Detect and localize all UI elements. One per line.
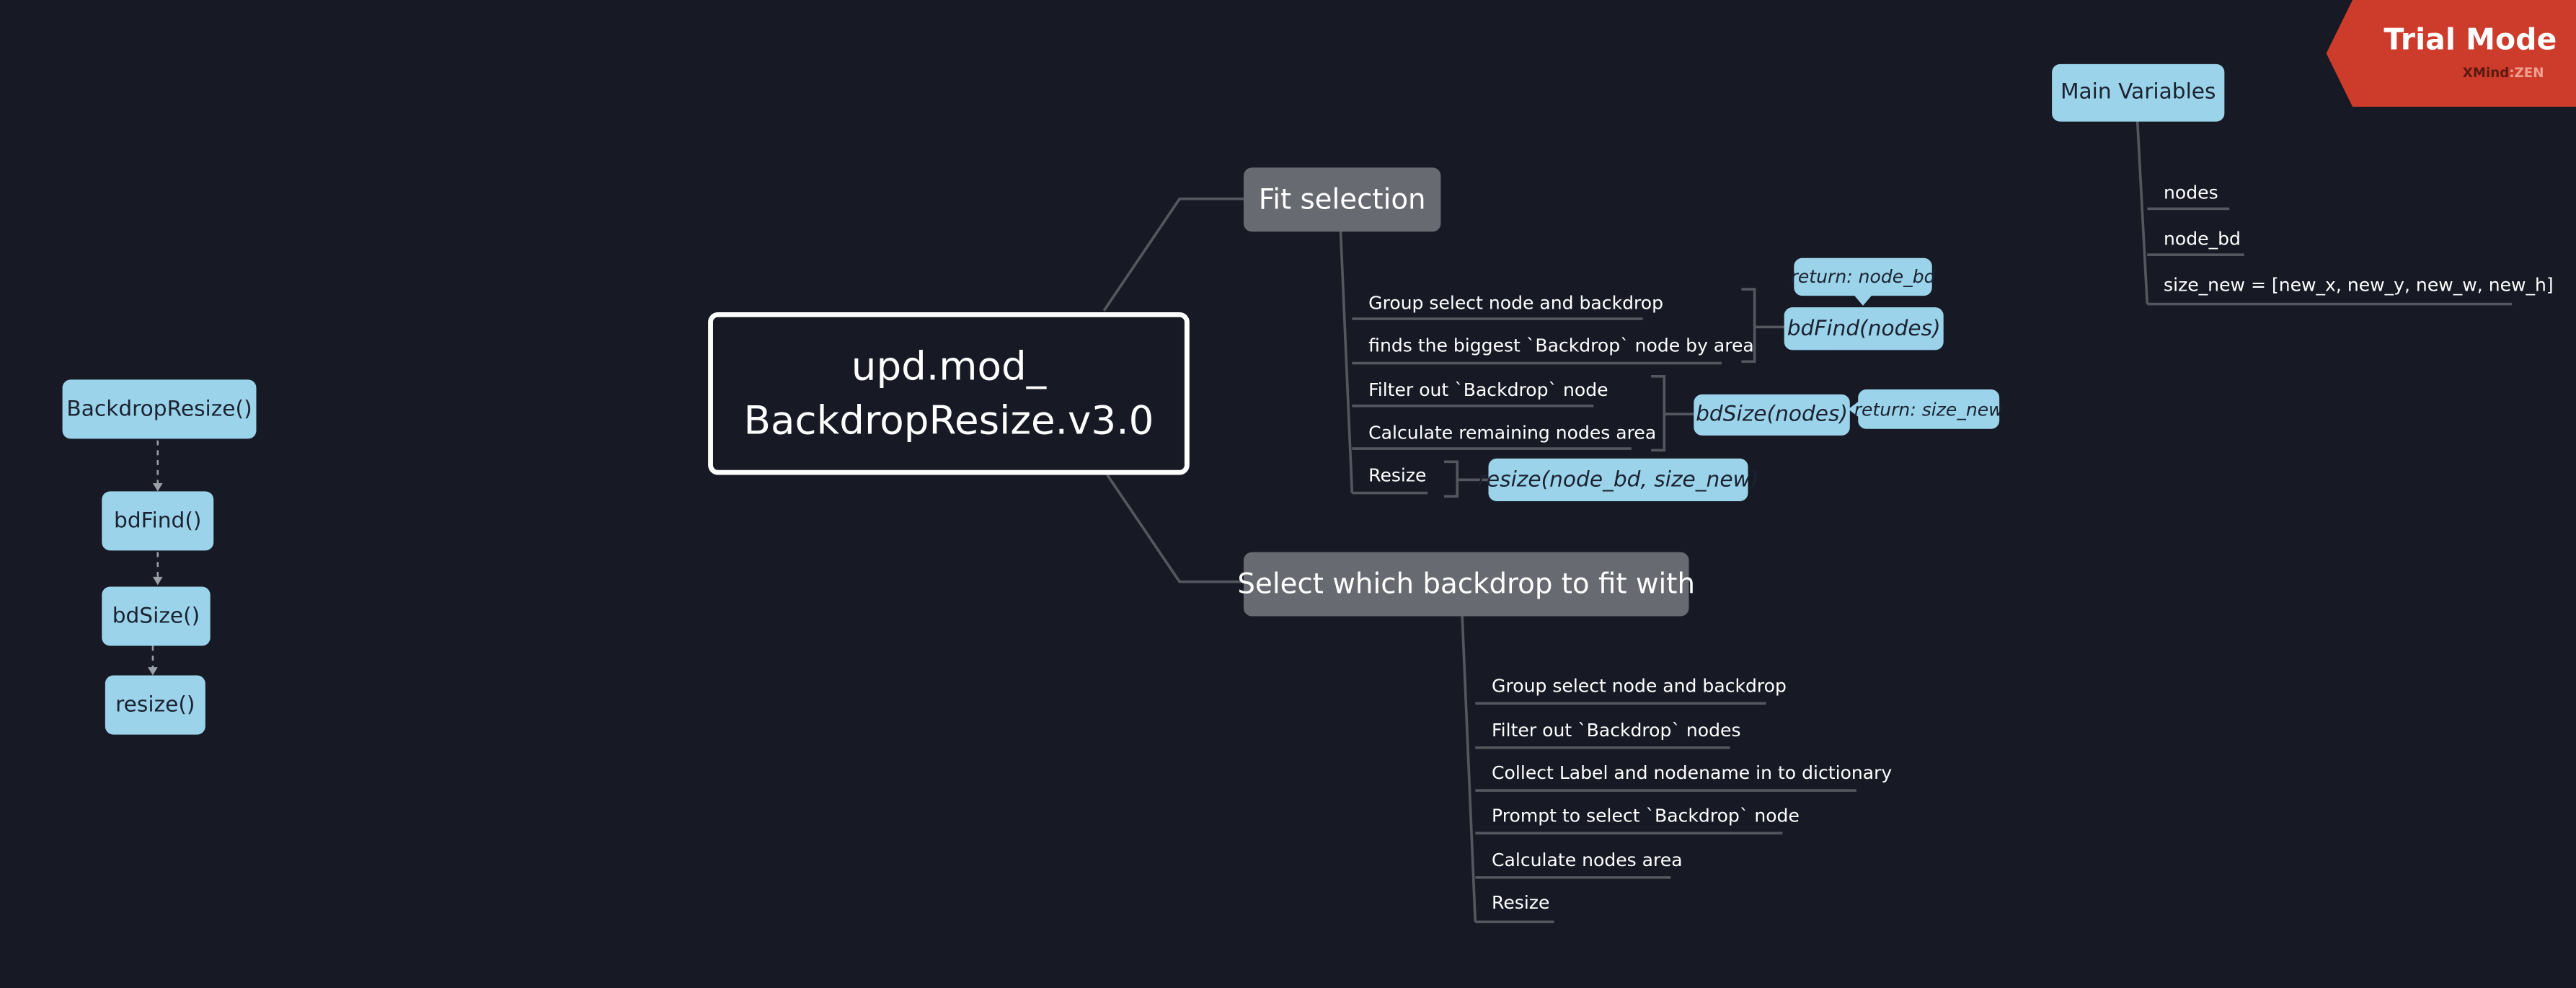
- flow-node-bdfind[interactable]: bdFind(): [102, 491, 214, 551]
- trial-mode-watermark: Trial Mode XMind:ZEN: [2326, 0, 2576, 107]
- summary-bdfind[interactable]: bdFind(nodes): [1784, 307, 1944, 350]
- step-label: Calculate nodes area: [1492, 850, 1683, 871]
- callout-label: return: size_new: [1854, 398, 2004, 420]
- summary-label: resize(node_bd, size_new): [1477, 467, 1759, 493]
- central-topic[interactable]: upd.mod_ BackdropResize.v3.0: [708, 312, 1190, 475]
- summary-label: bdFind(nodes): [1787, 316, 1941, 341]
- central-topic-line1: upd.mod_: [851, 343, 1047, 389]
- connector-select-trunk: [1461, 614, 1477, 922]
- summary-label: bdSize(nodes): [1696, 402, 1849, 428]
- step-label: Collect Label and nodename in to diction…: [1492, 762, 1893, 784]
- fit-step-2[interactable]: finds the biggest `Backdrop` node by are…: [1368, 335, 1754, 357]
- flow-node-backdropresize[interactable]: BackdropResize(): [62, 379, 257, 439]
- callout-return-size-new[interactable]: return: size_new: [1854, 389, 2004, 429]
- step-label: Calculate remaining nodes area: [1368, 422, 1657, 444]
- step-label: finds the biggest `Backdrop` node by are…: [1368, 335, 1754, 357]
- step-label: Group select node and backdrop: [1492, 675, 1787, 697]
- select-step-1[interactable]: Group select node and backdrop: [1492, 676, 1787, 697]
- flow-node-label: resize(): [115, 692, 195, 718]
- step-label: Filter out `Backdrop` node: [1368, 379, 1608, 402]
- variable-item-node-bd[interactable]: node_bd: [2164, 229, 2241, 250]
- central-topic-line2: BackdropResize.v3.0: [743, 397, 1154, 444]
- summary-bdsize[interactable]: bdSize(nodes): [1694, 394, 1850, 436]
- callout-return-node-bd[interactable]: return: node_bd: [1791, 257, 1936, 296]
- flow-node-bdsize[interactable]: bdSize(): [102, 586, 211, 646]
- step-label: Filter out `Backdrop` nodes: [1492, 720, 1741, 741]
- connector-central-select: [1106, 474, 1244, 583]
- connector-central-fit: [1102, 197, 1244, 312]
- topic-label: Select which backdrop to fit with: [1237, 568, 1696, 601]
- brand-xmind: XMind: [2462, 66, 2510, 81]
- topic-select-backdrop[interactable]: Select which backdrop to fit with: [1237, 552, 1695, 617]
- select-step-4[interactable]: Prompt to select `Backdrop` node: [1492, 806, 1800, 827]
- step-label: Resize: [1368, 464, 1427, 487]
- flow-node-label: bdFind(): [114, 508, 202, 534]
- step-label: Resize: [1492, 892, 1550, 914]
- select-step-5[interactable]: Calculate nodes area: [1492, 850, 1683, 871]
- select-step-3[interactable]: Collect Label and nodename in to diction…: [1492, 762, 1892, 784]
- trial-mode-brand: XMind:ZEN: [2463, 66, 2544, 81]
- variable-item-size-new[interactable]: size_new = [new_x, new_y, new_w, new_h]: [2164, 275, 2554, 296]
- select-step-2[interactable]: Filter out `Backdrop` nodes: [1492, 720, 1741, 741]
- brand-separator: :: [2509, 66, 2515, 81]
- variable-label: node_bd: [2164, 228, 2241, 250]
- fit-step-1[interactable]: Group select node and backdrop: [1368, 293, 1663, 314]
- callout-label: return: node_bd: [1790, 266, 1936, 288]
- flow-node-resize[interactable]: resize(): [105, 675, 205, 735]
- topic-label: Fit selection: [1258, 183, 1426, 216]
- topic-label: Main Variables: [2060, 80, 2216, 105]
- connector-fit-trunk: [1339, 229, 1354, 493]
- connector-variables-trunk: [2135, 120, 2149, 304]
- step-label: Group select node and backdrop: [1368, 292, 1664, 314]
- flow-node-label: bdSize(): [112, 604, 200, 629]
- callout-pointer: [1853, 294, 1873, 306]
- topic-main-variables[interactable]: Main Variables: [2052, 63, 2225, 122]
- select-step-6[interactable]: Resize: [1492, 892, 1549, 914]
- summary-resize[interactable]: resize(node_bd, size_new): [1478, 458, 1758, 502]
- trial-mode-title: Trial Mode: [2384, 22, 2557, 58]
- brace-bdsize: [1651, 374, 1694, 452]
- variable-label: nodes: [2164, 182, 2218, 204]
- fit-step-5[interactable]: Resize: [1368, 465, 1426, 487]
- topic-fit-selection[interactable]: Fit selection: [1243, 167, 1441, 232]
- variable-item-nodes[interactable]: nodes: [2164, 182, 2218, 204]
- fit-step-3[interactable]: Filter out `Backdrop` node: [1368, 379, 1608, 401]
- step-label: Prompt to select `Backdrop` node: [1492, 805, 1800, 827]
- fit-step-4[interactable]: Calculate remaining nodes area: [1368, 423, 1656, 444]
- variable-label: size_new = [new_x, new_y, new_w, new_h]: [2164, 274, 2554, 296]
- flow-node-label: BackdropResize(): [66, 397, 252, 422]
- brand-zen: ZEN: [2514, 66, 2544, 81]
